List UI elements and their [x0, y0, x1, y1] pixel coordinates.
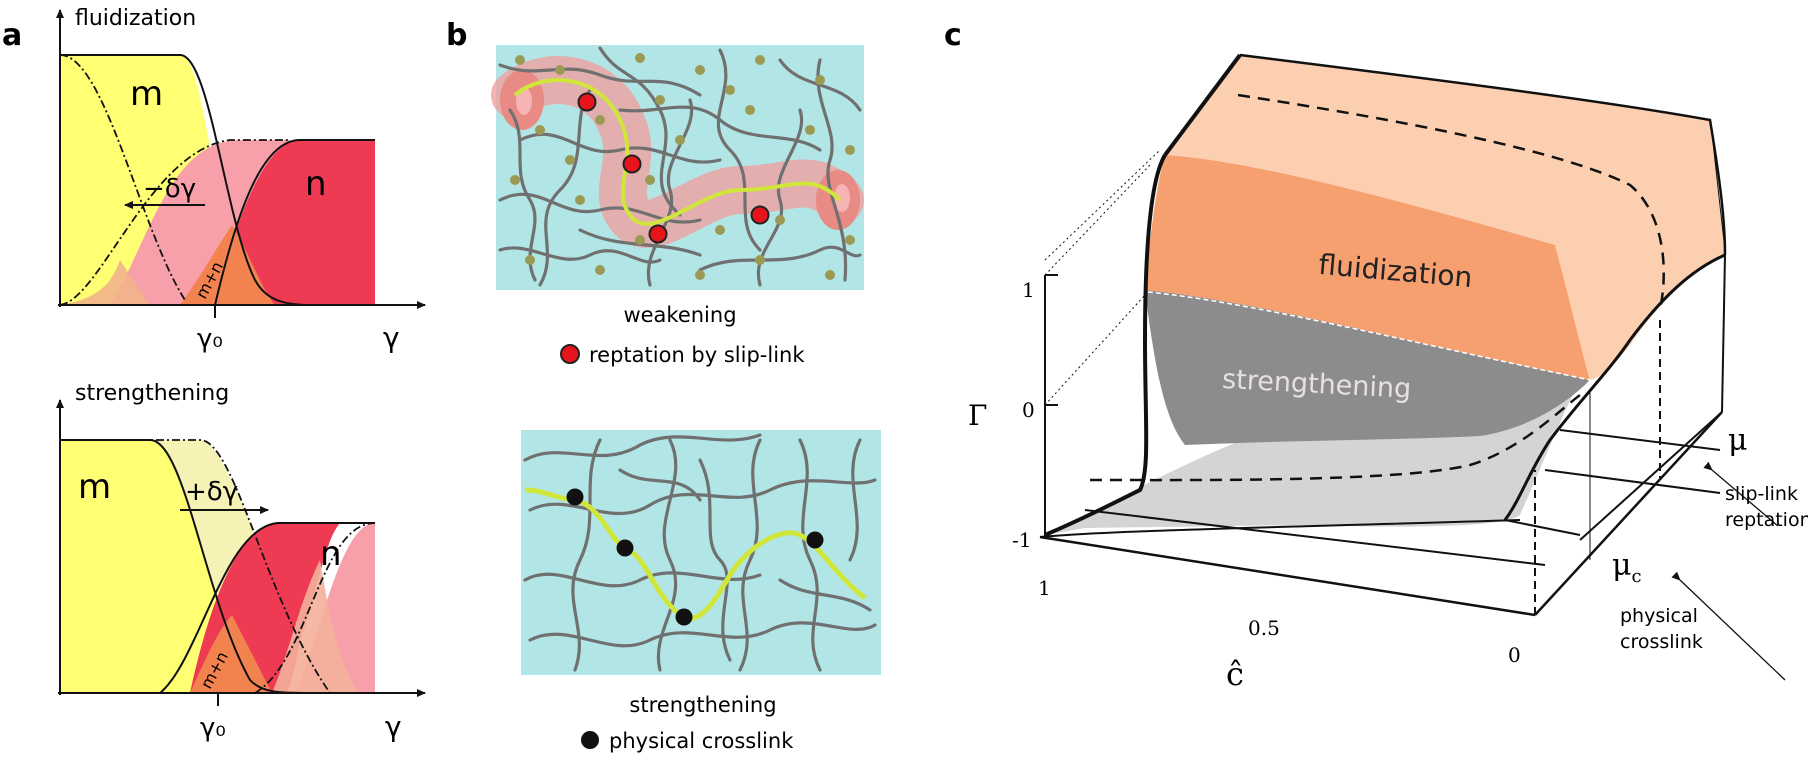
panel-b-bottom-legend-marker [581, 731, 599, 749]
panel-c-mu-upper-label-1: slip-link [1725, 483, 1798, 505]
panel-a-bottom-label-n: n [320, 534, 342, 574]
panel-a-bottom-shift-label: +δγ [185, 477, 238, 507]
panel-c-gamma-label: Γ [968, 399, 987, 432]
panel-a-letter: a [2, 18, 22, 53]
panel-a-bottom-x-label: γ [385, 710, 402, 743]
panel-b-top-legend-marker [560, 344, 580, 364]
panel-c-c-label: ĉ [1226, 655, 1244, 693]
panel-b-top-network [491, 45, 864, 290]
panel-c-c-tick-1: 1 [1038, 576, 1051, 600]
panel-a-top-x0-label: γ₀ [197, 324, 223, 354]
panel-a-bottom-x0-label: γ₀ [200, 713, 226, 743]
panel-c-3d-surface [1039, 53, 1786, 681]
panel-b-bottom-network [521, 430, 881, 675]
panel-b-top-legend: reptation by slip-link [589, 343, 805, 367]
panel-c-gamma-tick-0: 0 [1022, 398, 1035, 422]
panel-c-mu-lower-label-2: crosslink [1620, 631, 1703, 653]
panel-a-top-label-n: n [305, 164, 327, 204]
panel-b-top-caption: weakening [623, 303, 736, 327]
panel-a-top-shift-label: −δγ [143, 174, 196, 204]
panel-a-bottom-plot [56, 399, 426, 706]
panel-c-gamma-tick-1: 1 [1022, 278, 1035, 302]
panel-a-top-plot [56, 9, 426, 318]
panel-a-bottom-title: strengthening [75, 381, 229, 406]
panel-c-mu-upper-label-2: reptation [1725, 509, 1808, 531]
panel-c-letter: c [944, 18, 962, 53]
panel-b-bottom-caption: strengthening [629, 693, 776, 717]
panel-c-mu-label: μ [1728, 423, 1748, 458]
panel-c-mu-critical: μc [1612, 548, 1642, 587]
panel-a-top-label-m: m [130, 74, 163, 114]
panel-c-c-tick-half: 0.5 [1248, 616, 1280, 640]
panel-a-top-x-label: γ [383, 321, 400, 354]
panel-b-bottom-legend: physical crosslink [609, 729, 794, 753]
panel-a-top-title: fluidization [75, 6, 196, 31]
panel-a-bottom-label-m: m [78, 467, 111, 507]
panel-b-letter: b [446, 18, 467, 53]
panel-c-c-tick-0: 0 [1508, 643, 1521, 667]
panel-c-mu-lower-label-1: physical [1620, 605, 1698, 627]
panel-c-gamma-tick-neg1: -1 [1012, 528, 1031, 552]
